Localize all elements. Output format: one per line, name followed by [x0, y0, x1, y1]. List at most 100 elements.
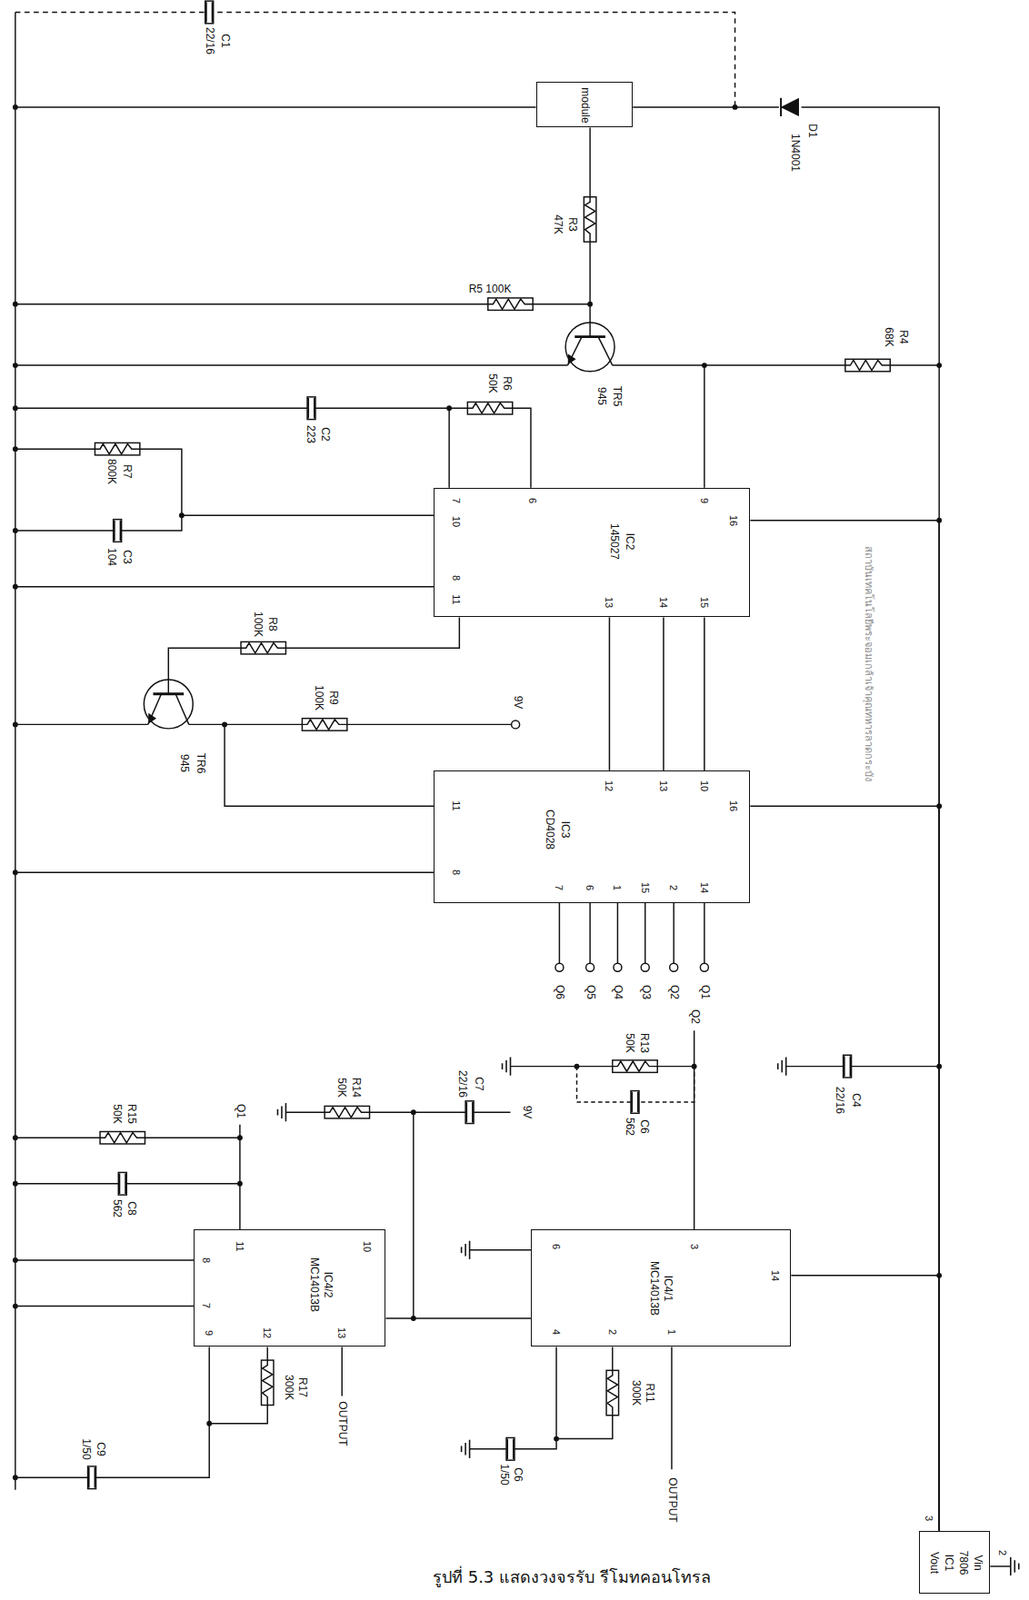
symbol-line: [598, 337, 613, 366]
terminal-dot: [237, 1135, 243, 1141]
wire: [469, 1249, 531, 1251]
part-label: R17: [296, 1377, 309, 1399]
component-symbol: [778, 1058, 787, 1077]
terminal-dot: [613, 963, 622, 972]
component-symbol: [205, 0, 214, 24]
pin-number: 12: [603, 779, 615, 793]
terminal-dot: [699, 963, 709, 972]
wire: [989, 1566, 1010, 1568]
signal-name: Q1: [698, 984, 710, 1001]
module-box: module: [536, 81, 634, 129]
pin-number: 1: [611, 884, 623, 892]
part-label: C2: [319, 427, 331, 443]
component-symbol: [606, 1370, 619, 1416]
junction-dots: [12, 104, 942, 1481]
pin-number: 10: [450, 515, 462, 529]
pin-number: 10: [699, 779, 710, 793]
wire: [670, 1347, 672, 1470]
signal-name: Q1: [233, 1103, 246, 1120]
component-symbol: [99, 1132, 145, 1145]
wire: [609, 617, 611, 770]
component-symbol: [583, 197, 596, 242]
signal-name: Q5: [584, 984, 597, 1001]
part-name: Vout: [928, 1552, 940, 1575]
wire: [224, 724, 434, 807]
pin-number: 15: [639, 881, 651, 895]
component-symbol: [118, 1172, 127, 1196]
pin-number: 9: [203, 1329, 215, 1338]
part-label: 562: [109, 1198, 122, 1219]
component-symbol: [1010, 1558, 1020, 1577]
terminal-dot: [237, 1181, 243, 1188]
symbol-mask: [779, 97, 802, 118]
pin-number: 11: [234, 1241, 246, 1254]
symbol-line: [152, 692, 184, 696]
wire: [786, 1066, 940, 1068]
terminal-dot: [511, 720, 520, 730]
part-label: 50K: [486, 373, 499, 395]
terminal-dot: [12, 446, 19, 452]
pin-number: 10: [361, 1240, 373, 1254]
wire: [469, 1347, 557, 1449]
part-text: Vin: [970, 1556, 983, 1572]
wire: [15, 1183, 240, 1185]
signal-name: 9V: [520, 1105, 533, 1121]
part-text: MC14013B: [647, 1261, 660, 1317]
part-label: 50K: [109, 1104, 122, 1126]
component-symbol: [506, 1438, 515, 1461]
signal-name: Q2: [688, 1009, 700, 1026]
part-label: C6: [511, 1467, 524, 1483]
part-name: IC3: [558, 821, 570, 840]
watermark: สถาบันเทคโนโลยีพระจอมเกล้าเจ้าคุณทหารลาด…: [862, 544, 874, 782]
terminal-dot: [221, 721, 228, 728]
terminal-dot: [12, 721, 19, 728]
part-label: 100K: [312, 684, 325, 712]
terminal-dot: [12, 1135, 19, 1141]
pin-number: 8: [200, 1257, 212, 1265]
part-text: MC14013B: [307, 1258, 320, 1313]
pin-number: 15: [699, 595, 710, 609]
pin-number: 16: [728, 799, 740, 813]
symbol-head: [781, 99, 799, 116]
part-label: C3: [120, 549, 133, 565]
signal-name: OUTPUT: [665, 1477, 678, 1524]
part-name: IC4/2: [321, 1271, 334, 1299]
component-symbol: [88, 1467, 97, 1490]
pin-number: 8: [450, 574, 462, 582]
wire: [15, 1306, 195, 1308]
terminal-dot: [12, 584, 19, 590]
component-symbol: [467, 401, 512, 414]
part-name: module: [579, 87, 591, 123]
pin-number: 14: [699, 881, 710, 895]
part-label: R5 100K: [468, 283, 513, 296]
part-text: 145027: [607, 523, 620, 560]
pin-number: 2: [997, 1549, 1009, 1558]
component-symbol: [301, 719, 347, 731]
symbol-line: [148, 694, 162, 726]
component-symbol: [461, 1241, 470, 1260]
part-label: R3: [565, 216, 578, 232]
transistor-symbol: [143, 679, 193, 730]
regulator-box: VoutIC17806Vin: [919, 1531, 991, 1596]
terminal-dot: [586, 963, 595, 972]
figure-caption: รูปที่ 5.3 แสดงวงจรรับ รีโมทคอนโทรล: [335, 1564, 809, 1591]
pin-number: 3: [923, 1515, 935, 1523]
wire: [189, 724, 512, 726]
wire: [693, 1030, 695, 1230]
part-name: IC4/1: [661, 1276, 674, 1303]
terminal-dot: [12, 301, 19, 308]
terminal-dot: [669, 963, 679, 972]
part-label: R11: [643, 1382, 656, 1404]
wire: [15, 364, 569, 366]
part-text: CD4028: [542, 809, 555, 850]
signal-name: Q6: [553, 984, 566, 1001]
pin-number: 6: [584, 884, 596, 892]
part-label: 945: [595, 386, 608, 407]
part-label: 22/16: [833, 1086, 846, 1116]
component-symbol: [502, 1058, 511, 1077]
component-symbol: [843, 1055, 852, 1079]
terminal-dot: [12, 1304, 19, 1310]
